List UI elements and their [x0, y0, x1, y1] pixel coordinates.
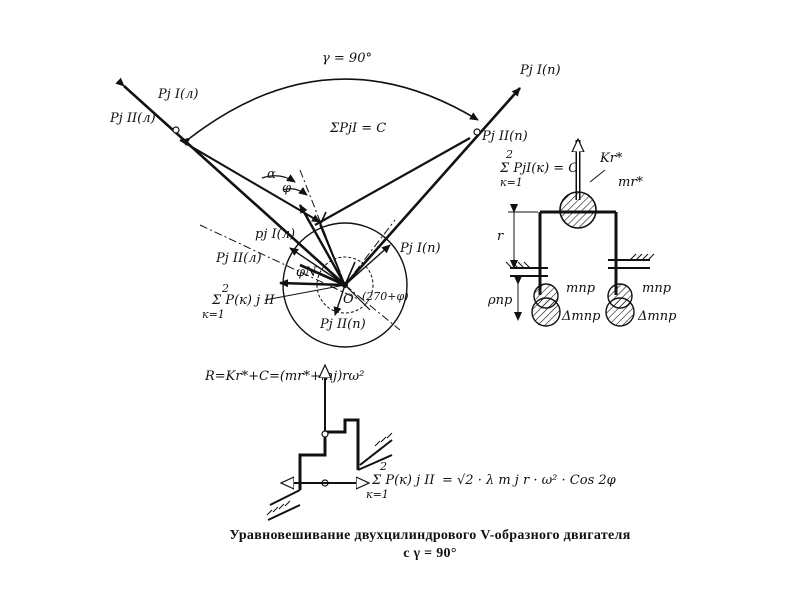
label-phi: φ [282, 181, 292, 196]
label-pjI-l-top: Pj I(л) [157, 87, 198, 102]
label-pjI-n-top: Pj I(п) [519, 63, 561, 78]
label-angle: (270+φ) [362, 290, 409, 303]
label-origin: O [343, 292, 354, 307]
bearing-right [608, 253, 655, 269]
bottom-crank-shape [298, 418, 360, 490]
bottom-sum-sigma: Σ P(к) j II [371, 473, 435, 488]
crank-sum-top-index: 2 [505, 148, 513, 161]
bottom-sum-rhs: = √2 · λ m j r · ω² · Cos 2φ [442, 473, 617, 488]
crank-mr-label: mr* [618, 175, 644, 190]
gamma-arc [181, 78, 479, 147]
label-pjII-n-right: Pj II(п) [481, 129, 528, 144]
label-sum-top-index: 2 [221, 282, 229, 295]
label-sum-top: ΣPjI = C [329, 121, 386, 136]
crank-m-left: mпр [566, 281, 596, 296]
label-pjI-l-inner: pj I(л) [255, 227, 295, 242]
label-pjII-l-left: Pj II(л) [109, 111, 156, 126]
label-alpha: α [267, 167, 276, 182]
gamma-label: γ = 90° [322, 51, 372, 66]
bottom-sum-top: 2 [379, 460, 387, 473]
dmass-left [531, 297, 561, 327]
label-sum-k-index: к=1 [202, 308, 225, 321]
crank-dm-left: Δmпр [561, 309, 601, 324]
crank-kr-label: Kr* [599, 151, 623, 166]
label-phi-n: φN [296, 265, 317, 280]
caption-line-2: с γ = 90° [403, 546, 457, 561]
bottom-r-formula: R=Kr*+C=(mr*+mj)rω² [204, 369, 364, 384]
crank-frame [538, 210, 618, 268]
counterweight-top [559, 191, 597, 229]
crank-rho-label: ρпр [487, 293, 513, 308]
label-pjI-n-inner: Pj I(п) [399, 241, 441, 256]
right-cylinder-axis [344, 87, 521, 286]
dmass-right [605, 297, 635, 327]
crank-dm-right: Δmпр [637, 309, 677, 324]
bottom-sum-index: к=1 [366, 488, 389, 501]
bearing-left [505, 261, 548, 277]
crank-sum-bottom-index: к=1 [500, 176, 523, 189]
left-axis-thin [123, 85, 177, 133]
caption-line-1: Уравновешивание двухцилиндрового V-образ… [229, 528, 631, 543]
crank-r-label: r [497, 229, 504, 244]
vector-diagram: γ = 90° [109, 51, 561, 348]
label-pjII-n-bottom: Pj II(п) [319, 317, 366, 332]
label-pjII-l-inner: Pj II(л) [215, 251, 262, 266]
crank-sum-label: Σ PjI(к) = C [499, 161, 578, 176]
bottom-crank-panel: R=Kr*+C=(mr*+mj)rω² 2 Σ P(к) j II к=1 = … [204, 366, 617, 521]
label-sum-pjII-left: Σ P(к) j II [211, 293, 275, 308]
crank-m-right: mпр [642, 281, 672, 296]
crankshaft-panel: 2 Σ PjI(к) = C к=1 Kr* mr* r [487, 140, 677, 327]
